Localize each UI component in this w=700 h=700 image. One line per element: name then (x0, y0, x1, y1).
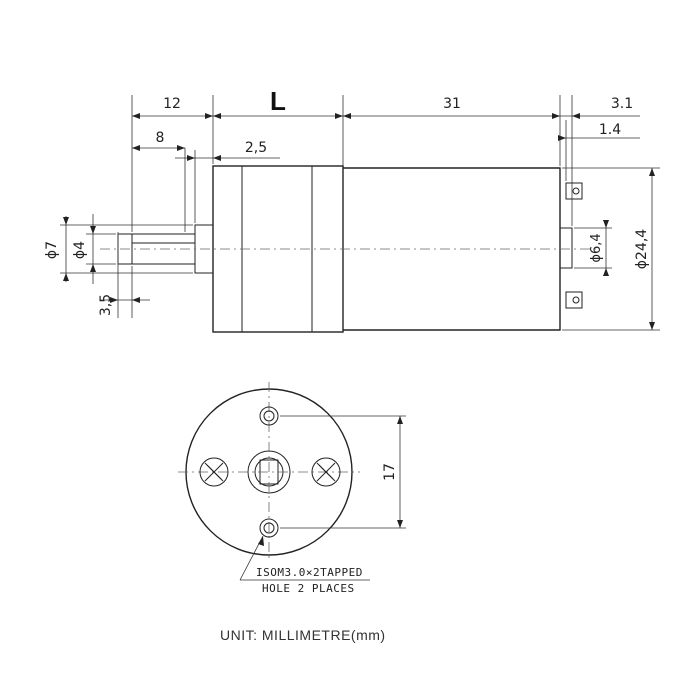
shaft-flat-outline (259, 459, 279, 485)
unit-label: UNIT: MILLIMETRE(mm) (220, 627, 386, 643)
dim-shaft-length: 12 (163, 96, 181, 112)
rear-bearing-boss (559, 227, 573, 269)
tapped-hole-bottom-inner (263, 522, 275, 534)
side-view (100, 165, 600, 333)
dim-flat-depth: 3,5 (98, 294, 114, 316)
screw-left-icon (199, 457, 229, 487)
dim-shaft-diameter-inner: ϕ4 (72, 241, 88, 259)
tapped-hole-top (259, 406, 279, 426)
tapped-hole-note-line2: HOLE 2 PLACES (262, 582, 355, 595)
terminal-top (565, 182, 583, 200)
dim-body-diameter: ϕ24,4 (634, 229, 650, 270)
dim-shaft-flat: 8 (156, 130, 165, 146)
dim-shaft-diameter-outer: ϕ7 (44, 241, 60, 259)
terminal-hole (572, 296, 580, 304)
tapped-hole-top-inner (263, 410, 275, 422)
dim-end-offset-small: 1.4 (599, 122, 621, 138)
dim-gearbox-length: L (270, 86, 286, 116)
terminal-hole (572, 187, 580, 195)
dim-flange-gap: 2,5 (245, 140, 267, 156)
dim-end-offset: 3.1 (611, 96, 633, 112)
front-view: 17 (178, 382, 406, 581)
screw-right-icon (311, 457, 341, 487)
terminal-bottom (565, 291, 583, 309)
tapped-hole-note-line1: ISOM3.0×2TAPPED (256, 566, 363, 579)
right-dimensions: ϕ6,4 ϕ24,4 (562, 167, 660, 331)
tapped-hole-bottom (259, 518, 279, 538)
dim-motor-length: 31 (443, 96, 461, 112)
dim-hole-spacing: 17 (382, 463, 398, 481)
dim-bearing-diameter: ϕ6,4 (589, 233, 604, 262)
left-dimensions: ϕ7 ϕ4 3,5 (44, 214, 193, 318)
top-dimensions: 12 L 31 3.1 1.4 8 2,5 (131, 86, 640, 232)
